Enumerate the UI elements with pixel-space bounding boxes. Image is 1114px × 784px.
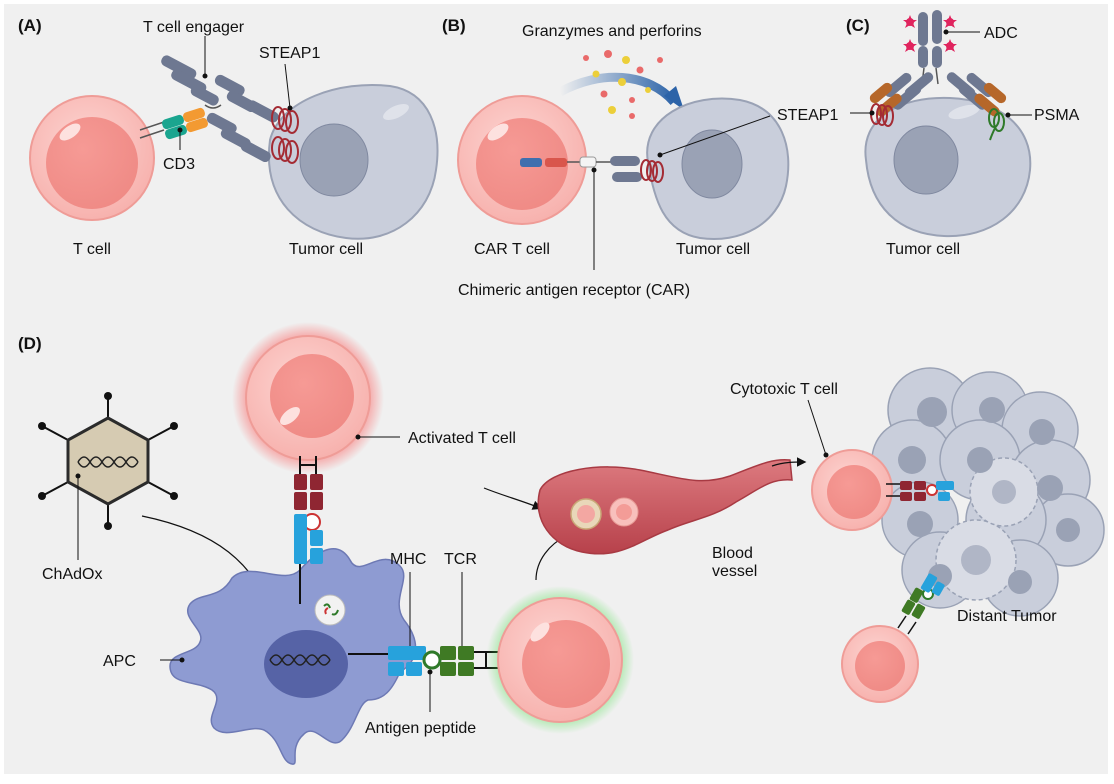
dna-icon bbox=[77, 456, 139, 468]
steap1-protein-a bbox=[271, 106, 299, 164]
arrow-vessel-to-tumor bbox=[771, 457, 807, 467]
car-t-label: CAR T cell bbox=[474, 241, 550, 258]
antigen-label: Antigen peptide bbox=[365, 720, 476, 737]
blood-label-2: vessel bbox=[712, 563, 757, 580]
apc-dna-icon bbox=[269, 654, 331, 666]
blood-label-1: Blood bbox=[712, 545, 753, 562]
adc-label: ADC bbox=[984, 25, 1018, 42]
cd3-receptor bbox=[139, 107, 208, 140]
tumor-label-b: Tumor cell bbox=[676, 241, 750, 258]
chadox-virus bbox=[38, 392, 178, 530]
tumor-nucleus-a bbox=[299, 123, 369, 197]
distant-tumor-label: Distant Tumor bbox=[957, 608, 1057, 625]
granzyme-arrow bbox=[557, 72, 678, 106]
panel-c: (C) bbox=[846, 10, 1080, 258]
apc-label: APC bbox=[103, 653, 136, 670]
steap1-label-b: STEAP1 bbox=[777, 107, 838, 124]
t-cell-engager bbox=[161, 55, 279, 163]
tumor-label-a: Tumor cell bbox=[289, 241, 363, 258]
panel-b: (B) Granzymes and perforins bbox=[442, 16, 838, 299]
tcr-mhc-horizontal bbox=[348, 646, 498, 676]
steap1-protein-b bbox=[640, 159, 664, 183]
cytotoxic-tcr-complex bbox=[886, 481, 954, 501]
tcr-mhc-vertical bbox=[294, 456, 323, 604]
t-cell-nucleus-a bbox=[46, 117, 138, 209]
granzymes-label: Granzymes and perforins bbox=[522, 23, 702, 40]
distant-tcr-complex bbox=[897, 573, 945, 635]
panel-d: (D) ChAdOx APC bbox=[18, 322, 1105, 765]
activated-label: Activated T cell bbox=[408, 430, 516, 447]
chadox-label: ChAdOx bbox=[42, 566, 102, 583]
engager-label: T cell engager bbox=[143, 19, 245, 36]
car-label: Chimeric antigen receptor (CAR) bbox=[458, 282, 690, 299]
granzyme-dots bbox=[583, 50, 663, 119]
cytotoxic-label: Cytotoxic T cell bbox=[730, 381, 838, 398]
steap1-label-a: STEAP1 bbox=[259, 45, 320, 62]
t-cell-label: T cell bbox=[73, 241, 111, 258]
tumor-nucleus-b bbox=[681, 129, 743, 199]
cd3-label: CD3 bbox=[163, 156, 195, 173]
adc-antibody bbox=[869, 10, 1007, 117]
tumor-label-c: Tumor cell bbox=[886, 241, 960, 258]
mhc-label: MHC bbox=[390, 551, 426, 568]
tumor-nucleus-c bbox=[893, 125, 959, 195]
arrow-into-vessel-1 bbox=[483, 487, 543, 510]
blood-vessel bbox=[537, 458, 793, 555]
distant-tumor-nuclei bbox=[898, 397, 1080, 594]
tcr-label: TCR bbox=[444, 551, 477, 568]
panel-a: (A) bbox=[18, 16, 439, 258]
adc-payload bbox=[903, 15, 957, 52]
panel-c-letter: (C) bbox=[846, 16, 870, 35]
panel-a-letter: (A) bbox=[18, 16, 42, 35]
panel-b-letter: (B) bbox=[442, 16, 466, 35]
panel-d-letter: (D) bbox=[18, 334, 42, 353]
apc-nucleus bbox=[264, 630, 348, 698]
endosome bbox=[314, 594, 346, 626]
car-construct bbox=[520, 156, 642, 182]
psma-label: PSMA bbox=[1034, 107, 1080, 124]
psma-protein bbox=[988, 108, 1005, 141]
